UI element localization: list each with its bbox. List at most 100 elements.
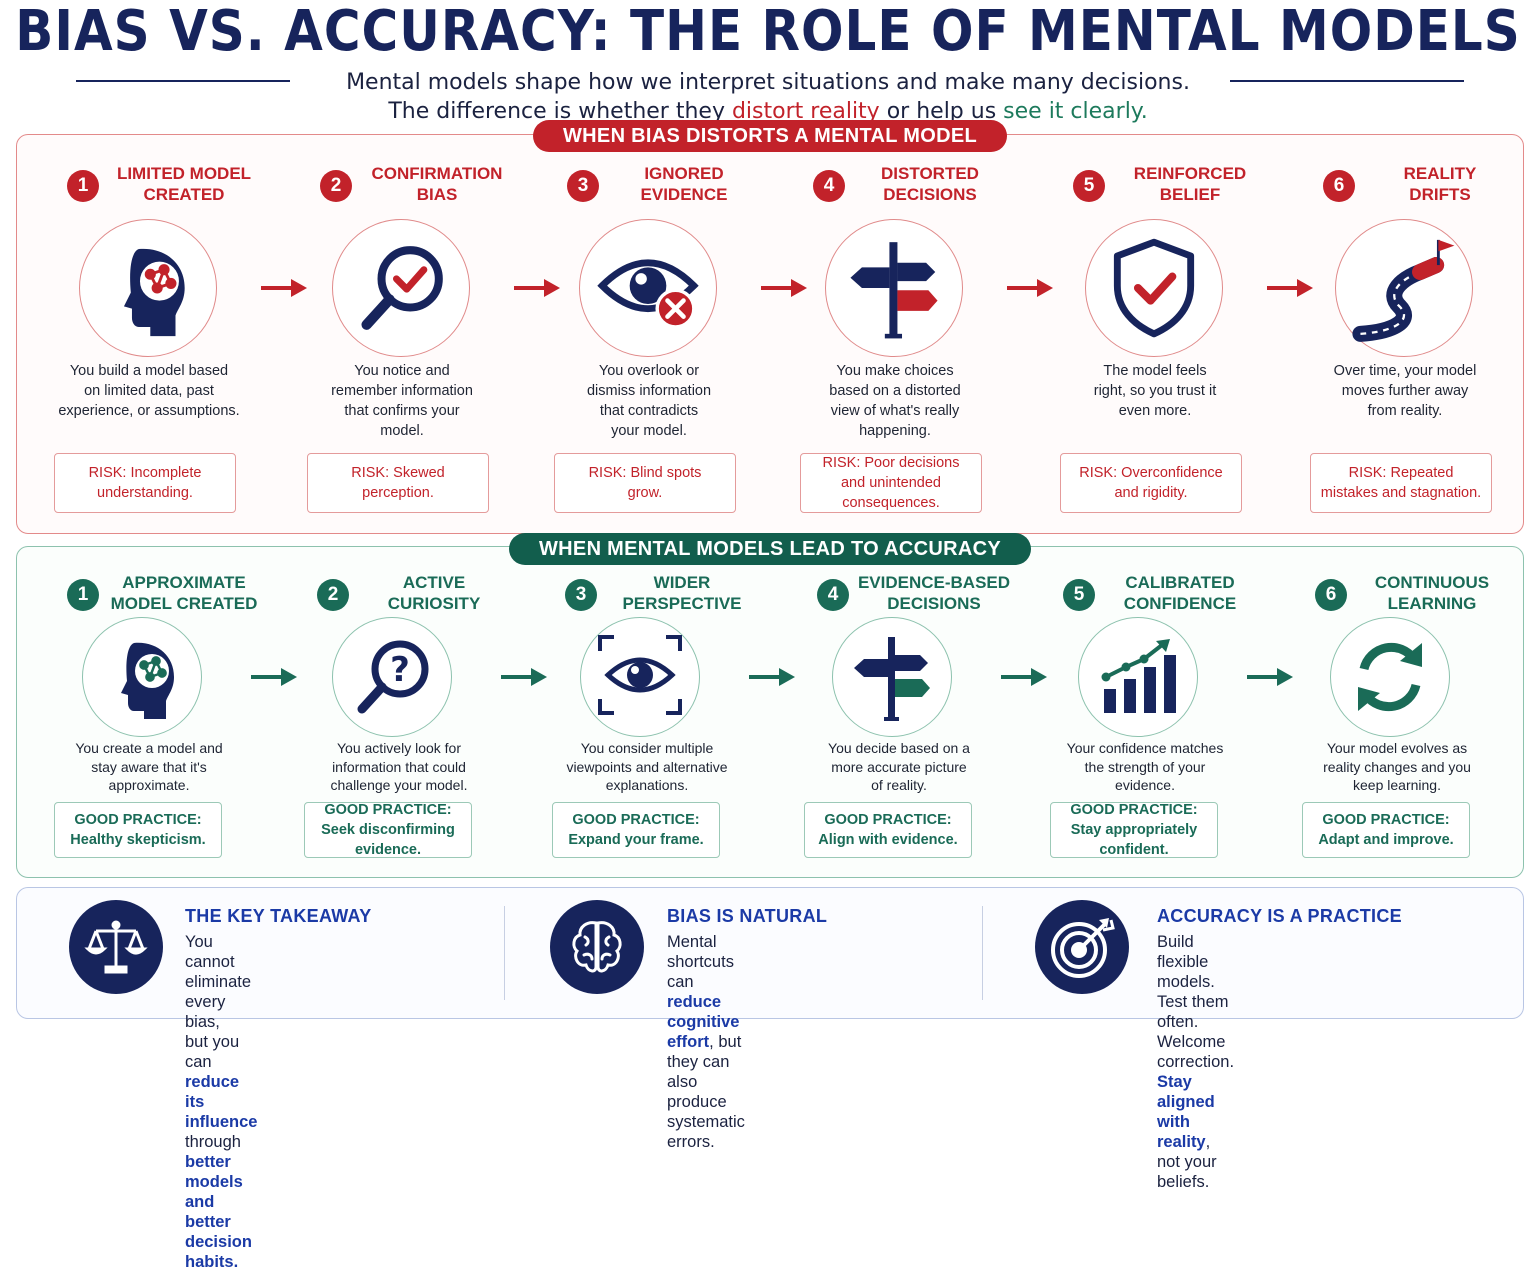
step-description-line: Your confidence matches	[1066, 740, 1224, 756]
step-header: 2 CONFIRMATION BIAS	[282, 163, 522, 209]
step-icon-circle	[579, 219, 717, 357]
box-text: RISK: Repeated mistakes and stagnation.	[1321, 463, 1481, 503]
subtitle-text-a: The difference is whether they	[388, 99, 732, 124]
practice-line: GOOD PRACTICE:	[572, 812, 700, 828]
step-description-line: your model.	[611, 423, 687, 439]
practice-line: Seek disconfirming	[321, 822, 455, 838]
practice-line: GOOD PRACTICE:	[1322, 812, 1450, 828]
risk-line: RISK: Skewed	[351, 465, 445, 481]
step-icon-circle	[1330, 617, 1450, 737]
step-description-line: the strength of your	[1084, 758, 1206, 775]
risk-line: perception.	[362, 485, 434, 501]
step-description-line: approximate.	[108, 777, 190, 793]
step-icon-circle	[1335, 219, 1473, 357]
step-description-line: happening.	[859, 423, 931, 439]
highlighted-text: with reality	[1157, 1113, 1206, 1151]
subtitle-text-b: or help us	[879, 99, 1004, 124]
step-title-line: REINFORCED	[1133, 164, 1247, 183]
box-text: RISK: Overconfidence and rigidity.	[1079, 463, 1222, 503]
step-title-line: APPROXIMATE	[122, 573, 246, 592]
step-description-line: evidence.	[1115, 777, 1175, 793]
step-number-badge: 2	[320, 170, 352, 202]
accuracy-banner: WHEN MENTAL MODELS LEAD TO ACCURACY	[509, 533, 1031, 565]
step-description-line: based on a distorted	[829, 383, 961, 399]
text-segment: You cannot eliminate every bias,	[185, 933, 252, 1031]
step-description-line: that confirms your	[344, 403, 460, 419]
title-rule-right	[1230, 80, 1464, 82]
head-network-icon	[93, 233, 203, 343]
practice-line: evidence.	[354, 842, 422, 858]
takeaway-icon-circle	[550, 900, 644, 994]
good-practice-box: GOOD PRACTICE:Expand your frame.	[552, 802, 720, 858]
practice-line: GOOD PRACTICE:	[324, 802, 452, 818]
highlighted-text: reduce	[667, 993, 722, 1011]
risk-line: RISK: Poor decisions	[822, 455, 960, 471]
text-segment: Welcome correction.	[1157, 1033, 1235, 1071]
head-network-icon	[94, 629, 190, 725]
step-number-badge: 1	[67, 579, 99, 611]
risk-line: mistakes and stagnation.	[1320, 485, 1482, 501]
step-description-line: more accurate picture	[831, 758, 967, 775]
flow-arrow-icon	[1265, 276, 1315, 305]
step-title-line: MODEL CREATED	[110, 594, 258, 613]
takeaway-text-line: but you can reduce its influence	[185, 1032, 257, 1132]
highlighted-text: reduce its influence	[185, 1073, 258, 1131]
step-title-line: CREATED	[143, 185, 225, 204]
risk-box: RISK: Overconfidence and rigidity.	[1060, 453, 1242, 513]
step-description-line: view of what's really	[830, 403, 960, 419]
step-title-line: BELIEF	[1159, 185, 1221, 204]
step-description-line: from reality.	[1367, 403, 1443, 419]
step-icon-circle	[580, 617, 700, 737]
brain-icon	[565, 915, 629, 979]
step-description: Your confidence matches the strength of y…	[1025, 739, 1265, 795]
step-description-line: Your model evolves as	[1326, 740, 1468, 756]
step-icon-circle	[332, 219, 470, 357]
highlighted-text: Stay aligned	[1157, 1073, 1215, 1111]
risk-line: understanding.	[97, 485, 193, 501]
takeaway-text-line: You cannot eliminate every bias,	[185, 932, 257, 1032]
text-segment: produce systematic errors.	[667, 1093, 745, 1151]
step-description-line: challenge your model.	[330, 777, 468, 793]
risk-line: RISK: Repeated	[1348, 465, 1454, 481]
flow-arrow-icon	[759, 276, 809, 305]
highlighted-text: better decision habits.	[185, 1213, 252, 1271]
risk-line: and unintended	[840, 475, 941, 491]
step-title-line: BIAS	[416, 185, 458, 204]
step-description-line: information that could	[332, 758, 466, 775]
step-title-line: CONFIRMATION	[371, 164, 503, 183]
step-title-line: WIDER	[653, 573, 711, 592]
step-title: CONFIRMATION BIAS	[352, 163, 522, 205]
box-text: GOOD PRACTICE:Align with evidence.	[818, 810, 957, 850]
takeaway-icon-circle	[69, 900, 163, 994]
step-number-badge: 4	[817, 579, 849, 611]
step-title-line: CALIBRATED	[1125, 573, 1235, 592]
flow-arrow-icon	[499, 665, 549, 694]
risk-line: and rigidity.	[1114, 485, 1188, 501]
practice-line: confident.	[1099, 842, 1169, 858]
risk-line: RISK: Overconfidence	[1079, 465, 1223, 481]
step-description-line: explanations.	[605, 777, 689, 793]
practice-line: Stay appropriately	[1070, 822, 1198, 838]
step-title-line: DISTORTED	[881, 164, 979, 183]
